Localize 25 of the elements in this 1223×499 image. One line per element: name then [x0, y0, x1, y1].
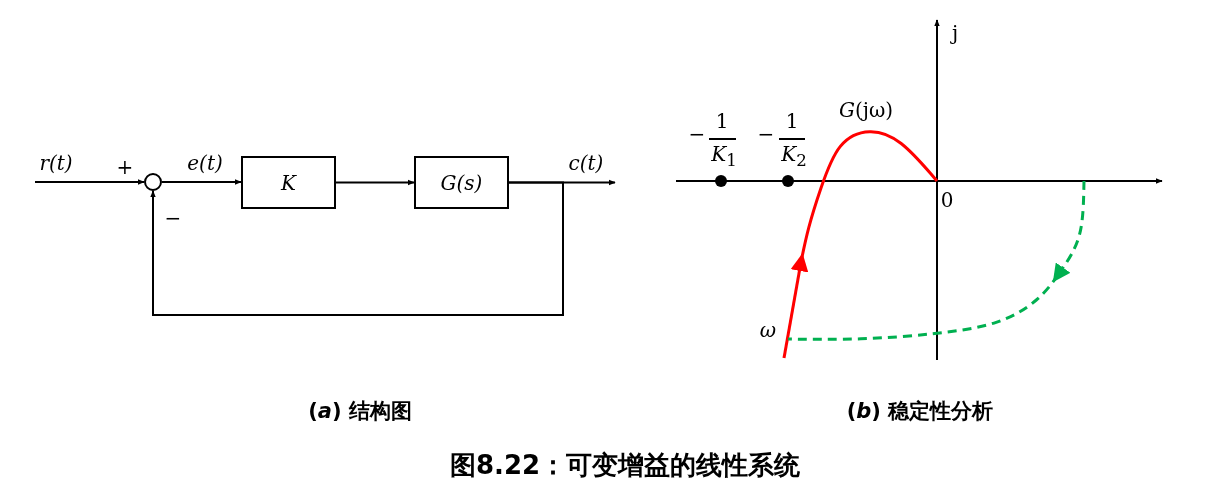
curve-label: G(jω) — [838, 100, 894, 120]
block-text: G(s) — [440, 170, 483, 195]
subfigure-caption: (a) 结构图 — [308, 400, 412, 422]
fraction-denominator: K$_{1}$ — [711, 144, 737, 170]
sign-label: − — [164, 208, 182, 228]
block-box — [414, 156, 509, 209]
sign-label: + — [116, 157, 134, 177]
origin-label: 0 — [940, 190, 954, 210]
block-text: K — [281, 170, 296, 195]
subfigure-caption: (b) 稳定性分析 — [846, 400, 994, 422]
signal-arrow — [34, 179, 145, 185]
minus-sign: − — [757, 124, 775, 144]
fraction-numerator: 1 — [715, 111, 729, 131]
summing-junction — [144, 173, 162, 191]
fraction-numerator: 1 — [785, 111, 799, 131]
signal-arrow — [161, 179, 242, 185]
signal-arrow — [150, 181, 564, 316]
fraction-denominator: K$_{2}$ — [781, 144, 807, 170]
block-box — [241, 156, 336, 209]
signal-label: e(t) — [185, 153, 225, 173]
axis-label: j — [951, 23, 959, 43]
figure-caption: 图8.22：可变增益的线性系统 — [449, 452, 801, 478]
signal-arrow — [335, 179, 415, 186]
curve-label: ω — [759, 320, 777, 340]
minus-sign: − — [688, 124, 706, 144]
